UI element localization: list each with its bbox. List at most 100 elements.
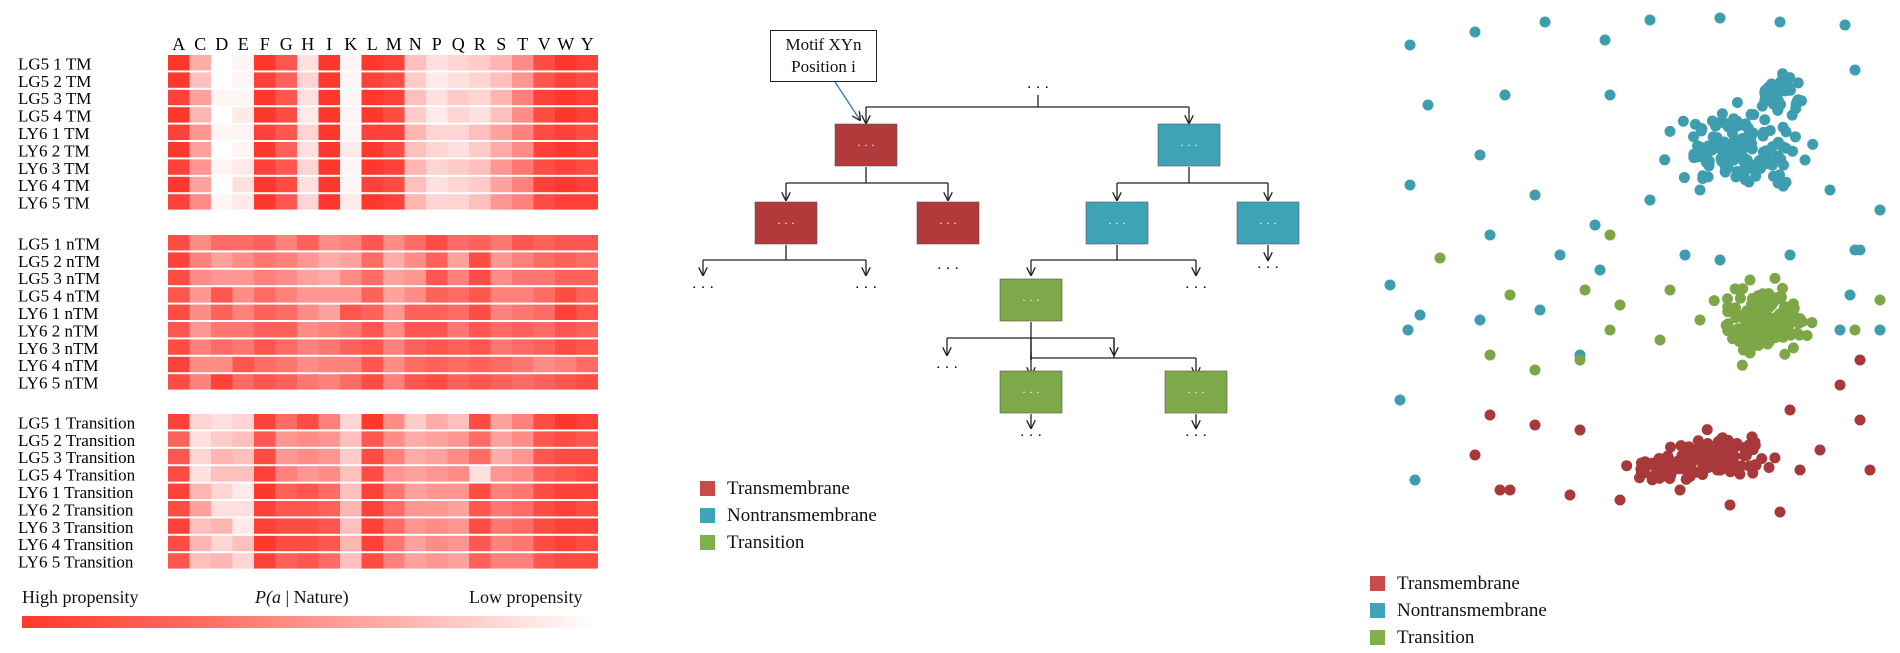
transition-point (1484, 349, 1496, 361)
heatmap-cell (232, 304, 254, 320)
row-label: LG5 3 TM (18, 89, 91, 108)
heatmap-cell (211, 159, 233, 175)
heatmap-cell (426, 339, 448, 355)
column-label: F (260, 34, 270, 54)
heatmap-cell (469, 159, 491, 175)
heatmap-cell (533, 518, 555, 534)
heatmap-cell (512, 124, 534, 140)
transition-point (1806, 317, 1818, 329)
heatmap-cell (383, 124, 405, 140)
transmembrane-point (1638, 467, 1650, 479)
heatmap-cell (189, 374, 211, 390)
transition-point (1753, 339, 1765, 351)
motif-line: Motif XYn (785, 35, 862, 54)
transmembrane-point (1746, 442, 1758, 454)
heatmap-cell (512, 194, 534, 210)
heatmap-cell (297, 194, 319, 210)
heatmap-cell (490, 159, 512, 175)
heatmap-cell (533, 124, 555, 140)
column-label: K (344, 34, 357, 54)
node-ellipsis: · · · (857, 138, 875, 152)
heatmap-cell (383, 176, 405, 193)
nontransmembrane-point (1589, 219, 1601, 231)
transition-point (1750, 314, 1762, 326)
heatmap-cell (426, 269, 448, 286)
nontransmembrane-point (1792, 77, 1804, 89)
heatmap-cell (426, 72, 448, 88)
nontransmembrane-point (1775, 153, 1787, 165)
heatmap-cell (211, 142, 233, 158)
transmembrane-point (1660, 461, 1672, 473)
heatmap-cell (404, 501, 426, 517)
heatmap-cell (211, 518, 233, 534)
heatmap-cell (275, 501, 297, 517)
heatmap-cell (254, 414, 276, 430)
heatmap-cell (168, 287, 190, 303)
heatmap-cell (469, 518, 491, 534)
heatmap-cell (426, 431, 448, 447)
heatmap-cell (426, 142, 448, 158)
heatmap-cell (318, 252, 340, 268)
heatmap-cell (512, 501, 534, 517)
heatmap-cell (383, 374, 405, 390)
nontransmembrane-point (1738, 142, 1750, 154)
heatmap-cell (490, 176, 512, 193)
heatmap-cell (275, 466, 297, 482)
heatmap-cell (254, 176, 276, 193)
heatmap-cell (189, 414, 211, 430)
node-ellipsis: · · · (1259, 216, 1277, 230)
nontransmembrane-point (1759, 114, 1771, 126)
heatmap-cell (168, 431, 190, 447)
heatmap-cell (404, 553, 426, 569)
heatmap-cell (383, 322, 405, 338)
heatmap-cell (490, 448, 512, 465)
nontransmembrane-point (1688, 131, 1700, 143)
transition-swatch (1370, 630, 1385, 645)
row-label: LY6 3 nTM (18, 339, 98, 358)
heatmap-cell (318, 431, 340, 447)
heatmap-cell (275, 431, 297, 447)
heatmap-cell (275, 55, 297, 71)
heatmap-cell (211, 194, 233, 210)
heatmap-cell (383, 304, 405, 320)
heatmap-cell (361, 287, 383, 303)
nontransmembrane-point (1644, 194, 1656, 206)
heatmap-cell (404, 356, 426, 373)
heatmap-cell (533, 89, 555, 106)
transition-point (1787, 342, 1799, 354)
node-ellipsis: · · · (777, 216, 795, 230)
heatmap-cell (512, 448, 534, 465)
heatmap-cell (576, 89, 598, 106)
heatmap-cell (447, 124, 469, 140)
heatmap-cell (490, 72, 512, 88)
heatmap-cell (275, 287, 297, 303)
column-label: V (538, 34, 551, 54)
column-label: T (517, 34, 528, 54)
heatmap-cell (361, 142, 383, 158)
nontransmembrane-point (1529, 189, 1541, 201)
heatmap-cell (232, 448, 254, 465)
transition-point (1708, 295, 1720, 307)
column-label: Q (452, 34, 465, 54)
heatmap-cell (426, 89, 448, 106)
heatmap-cell (340, 535, 362, 552)
continuation-ellipsis: · · · (1257, 260, 1280, 276)
heatmap-cell (318, 356, 340, 373)
column-label: R (474, 34, 486, 54)
heatmap-cell (555, 252, 577, 268)
nontransmembrane-point (1874, 324, 1886, 336)
annotation-pointer (834, 81, 860, 120)
heatmap-cell (318, 55, 340, 71)
heatmap-cell (426, 304, 448, 320)
heatmap-cell (275, 194, 297, 210)
heatmap-cell (340, 124, 362, 140)
heatmap-cell (232, 159, 254, 175)
transition-point (1434, 252, 1446, 264)
heatmap-cell (576, 414, 598, 430)
transmembrane-point (1703, 448, 1715, 460)
heatmap-cell (232, 483, 254, 499)
heatmap-cell (275, 107, 297, 123)
heatmap-cell (555, 235, 577, 251)
heatmap-cell (340, 55, 362, 71)
